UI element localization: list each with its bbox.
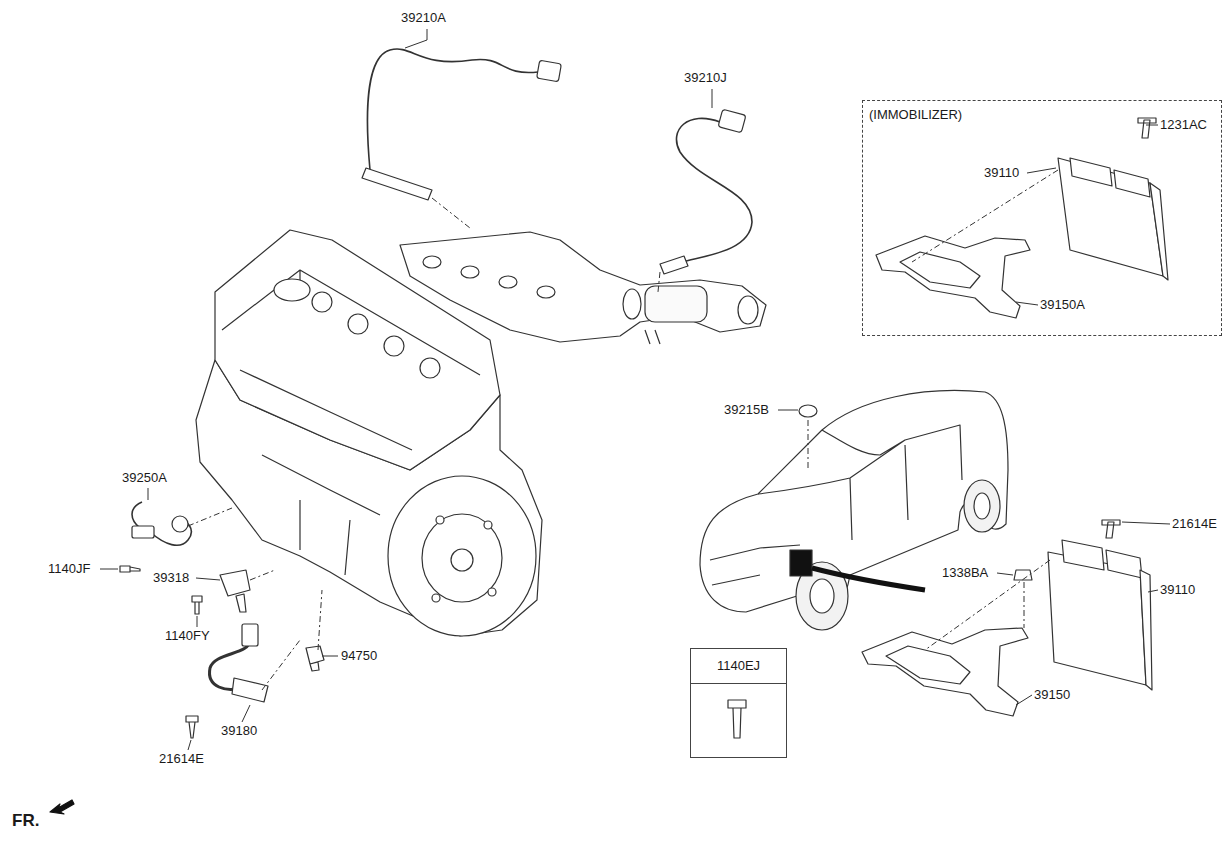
callout-number: 94750 — [341, 648, 377, 664]
callout-number: 39210J — [684, 70, 727, 86]
callout-number: 39150 — [1034, 687, 1070, 703]
car-body — [700, 391, 1008, 620]
oxygen-sensor — [362, 168, 432, 200]
callout-number: 1140JF — [48, 561, 90, 577]
nut — [1014, 570, 1032, 580]
exhaust-manifold — [400, 232, 766, 342]
ecu-bracket — [876, 236, 1030, 318]
oil-cap — [274, 279, 310, 301]
bell-housing — [388, 476, 536, 636]
bolt — [728, 700, 746, 738]
callout-number: 39110 — [984, 165, 1019, 181]
callout-number: 21614E — [159, 751, 204, 767]
ecu-location — [790, 550, 812, 576]
cap — [799, 405, 817, 417]
ecu-bracket — [862, 628, 1028, 716]
callout-number: 1231AC — [1160, 117, 1207, 133]
callout-number: 1140FY — [165, 628, 210, 644]
callout-number: 39318 — [153, 570, 189, 586]
bolt — [186, 716, 198, 738]
oil-pressure-switch — [306, 646, 324, 671]
callout-number: 39210A — [401, 10, 446, 26]
callout-number: 39215B — [724, 402, 769, 418]
ecu-box — [1058, 158, 1163, 276]
part-number: 1140EJ — [699, 657, 778, 675]
table-box: 1140EJ — [690, 648, 787, 758]
callout-number: 21614E — [1172, 516, 1217, 532]
callout-number: 39110 — [1160, 582, 1195, 598]
callout-number: 39250A — [122, 470, 167, 486]
bolt — [1138, 118, 1156, 138]
callout-number: 1338BA — [942, 565, 988, 581]
table-divider — [691, 683, 786, 684]
bolt — [192, 596, 202, 614]
direction-label: FR. — [12, 813, 39, 829]
bolt — [120, 566, 140, 572]
knock-sensor-connector — [132, 526, 154, 538]
cam-sensor — [220, 570, 250, 612]
knock-sensor — [172, 516, 188, 532]
bolt — [1102, 520, 1120, 538]
front-arrow — [50, 800, 74, 814]
guide-lines — [188, 170, 1058, 690]
leader-lines — [100, 29, 1170, 750]
callout-number: 39180 — [221, 723, 257, 739]
callout-number: 39150A — [1040, 297, 1085, 313]
oxygen-sensor — [660, 256, 688, 274]
